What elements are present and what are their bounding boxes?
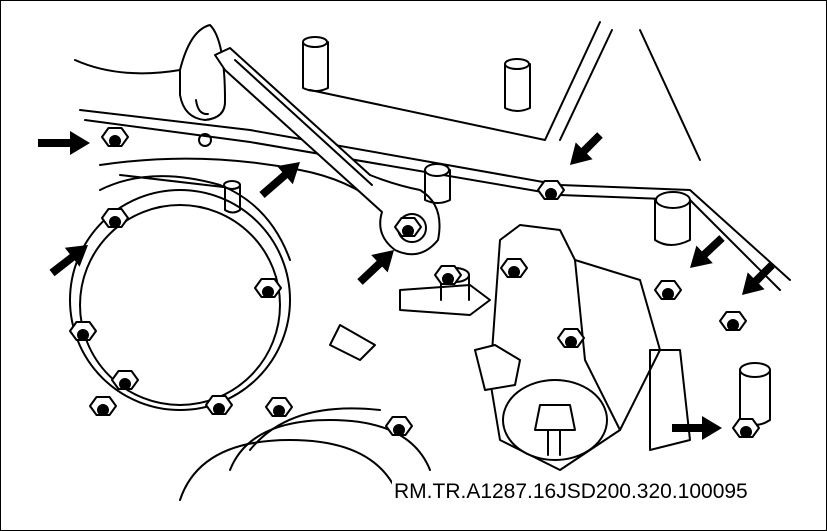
technician-hand (179, 24, 227, 121)
hex-bolt-icon (394, 217, 422, 237)
hex-bolt-icon (719, 311, 747, 331)
hex-bolt-icon (434, 265, 462, 285)
hex-bolt-icon (101, 208, 129, 228)
hex-bolt-icon (654, 280, 682, 300)
hex-bolt-icon (205, 395, 233, 415)
hex-bolt-icon (500, 258, 528, 278)
hex-bolt-icon (265, 397, 293, 417)
callout-arrow-icon (49, 245, 88, 277)
callout-arrow-icon (259, 162, 300, 198)
front-cover-housing (69, 133, 291, 411)
dowel-pin-right (504, 58, 531, 112)
hex-bolt-icon (732, 418, 760, 438)
sender-unit (474, 344, 608, 461)
hex-bolt-icon (101, 127, 129, 147)
hex-bolt-icon (111, 370, 139, 390)
locating-stud-right-lower (739, 362, 771, 426)
sensor-union-fitting (329, 267, 491, 361)
callout-arrow-icon (672, 416, 722, 440)
callout-arrow-icon (742, 262, 775, 295)
locating-stud-center (424, 163, 451, 204)
gearbox-side-housing (489, 224, 691, 471)
callout-arrows (38, 131, 775, 440)
hex-bolt-icon (254, 278, 282, 298)
hex-bolt-icon (537, 180, 565, 200)
hex-bolt-icon (69, 321, 97, 341)
hex-bolts (69, 127, 760, 438)
callout-arrow-icon (357, 250, 394, 285)
housing-dowel (223, 180, 241, 214)
figure-reference-code: RM.TR.A1287.16JSD200.320.100095 (392, 480, 750, 504)
hex-bolt-icon (385, 416, 413, 436)
callout-arrow-icon (38, 131, 90, 155)
hex-bolt-icon (89, 396, 117, 416)
hex-bolt-icon (557, 328, 585, 348)
callout-arrow-icon (570, 132, 603, 165)
lower-gear-housing (179, 407, 431, 501)
callout-arrow-icon (690, 235, 725, 268)
locating-stud-right-upper (654, 191, 691, 246)
dowel-pin-left (302, 36, 329, 92)
